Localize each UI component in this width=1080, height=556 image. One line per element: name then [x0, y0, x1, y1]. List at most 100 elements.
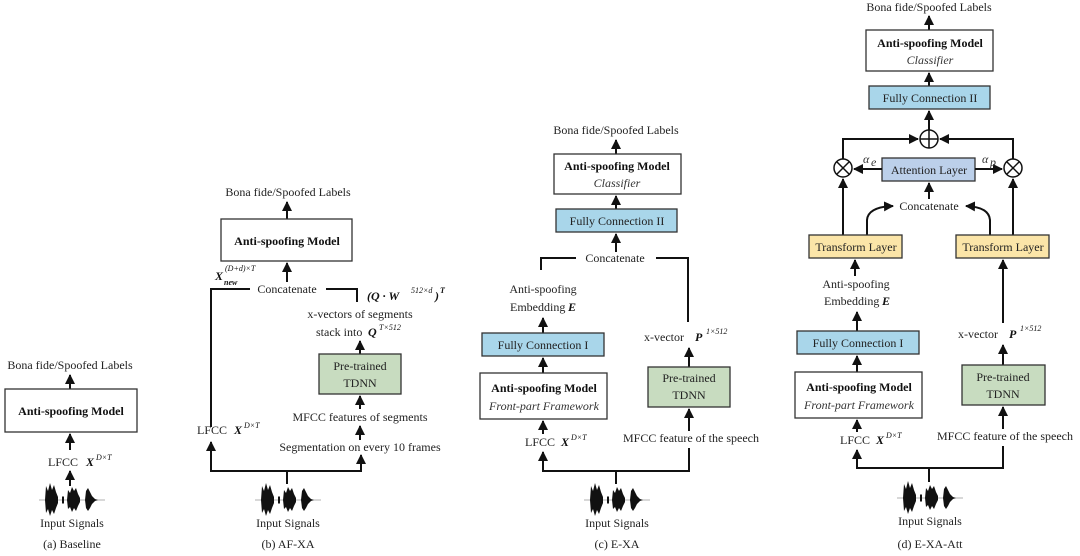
curved-connector-left	[866, 201, 894, 235]
classifier-title: Anti-spoofing Model	[564, 159, 670, 173]
panel-baseline: Bona fide/Spoofed Labels Anti-spoofing M…	[4, 358, 138, 551]
xnew-sub: new	[224, 278, 238, 287]
alpha-e: α	[863, 152, 870, 166]
caption: (d) E-XA-Att	[898, 537, 964, 551]
input-signals-label: Input Signals	[256, 516, 320, 530]
embedding-math: E	[567, 300, 576, 314]
model-label: Anti-spoofing Model	[234, 234, 340, 248]
front-title: Anti-spoofing Model	[491, 381, 597, 395]
transform-left-label: Transform Layer	[815, 240, 896, 254]
transform-right-label: Transform Layer	[962, 240, 1043, 254]
mfcc-label: MFCC feature of the speech	[623, 431, 759, 445]
fc2-label: Fully Connection II	[883, 91, 978, 105]
front-part-model-box	[479, 372, 608, 420]
xvector-math: P	[695, 330, 703, 344]
tdnn-line2: TDNN	[343, 376, 377, 390]
alpha-p: α	[982, 152, 989, 166]
pretrained-tdnn-box	[961, 364, 1046, 406]
input-signals-label: Input Signals	[898, 514, 962, 528]
segmentation-label: Segmentation on every 10 frames	[279, 440, 441, 454]
input-signals-label: Input Signals	[40, 516, 104, 530]
transform-layer-right-box	[955, 234, 1050, 259]
embedding-math: E	[881, 294, 890, 308]
embedding-line2: Embedding	[824, 294, 879, 308]
lfcc-label: LFCC	[840, 433, 870, 447]
projection-sup2: T	[440, 286, 446, 295]
fully-connection-i-box	[481, 332, 605, 357]
front-title: Anti-spoofing Model	[806, 380, 912, 394]
curved-connector-right	[965, 201, 991, 235]
front-part-model-box	[794, 371, 923, 419]
xvector-sup: 1×512	[1020, 324, 1041, 333]
panel-e-xa: Bona fide/Spoofed Labels Anti-spoofing M…	[479, 123, 759, 551]
connector-left	[210, 288, 250, 427]
multiply-glyph	[836, 161, 850, 175]
classifier-box	[865, 29, 994, 72]
panel-af-xa: Bona fide/Spoofed Labels Anti-spoofing M…	[197, 185, 446, 551]
projection-close: )	[434, 289, 439, 303]
xvectors-line2: stack into	[316, 325, 362, 339]
alpha-p-sub: p	[989, 155, 996, 169]
xvectors-sup: T×512	[379, 323, 401, 332]
xvectors-math: Q	[368, 325, 377, 339]
feature-math: X	[233, 423, 243, 437]
lfcc-label: LFCC	[48, 455, 78, 469]
split-connector	[542, 448, 690, 472]
connector-right-to-sum	[939, 134, 1014, 159]
waveform-icon	[38, 482, 106, 517]
classifier-box	[553, 153, 682, 195]
concatenate-label: Concatenate	[899, 199, 958, 213]
connector-left	[540, 257, 576, 270]
output-label: Bona fide/Spoofed Labels	[7, 358, 133, 372]
input-signals-label: Input Signals	[585, 516, 649, 530]
caption: (b) AF-XA	[262, 537, 315, 551]
feature-math: X	[560, 435, 570, 449]
fc2-label: Fully Connection II	[570, 214, 665, 228]
waveform-icon	[896, 480, 964, 515]
xvector-math: P	[1009, 327, 1017, 341]
alpha-e-sub: e	[871, 155, 877, 169]
caption: (a) Baseline	[43, 537, 101, 551]
feature-sup: D×T	[95, 453, 112, 462]
fc1-label: Fully Connection I	[813, 336, 904, 350]
lfcc-label: LFCC	[525, 435, 555, 449]
fully-connection-i-box	[796, 330, 920, 355]
tdnn-line1: Pre-trained	[976, 370, 1029, 384]
output-label: Bona fide/Spoofed Labels	[866, 0, 992, 14]
connector-right	[656, 257, 689, 322]
front-sub: Front-part Framework	[803, 398, 915, 412]
xvectors-line1: x-vectors of segments	[307, 307, 413, 321]
fully-connection-ii-box	[868, 85, 991, 110]
connector-left-to-sum	[842, 134, 919, 159]
feature-sup: D×T	[243, 421, 260, 430]
concatenate-label: Concatenate	[585, 251, 644, 265]
fully-connection-ii-box	[555, 208, 678, 233]
anti-spoofing-model-box	[4, 388, 138, 433]
embedding-line1: Anti-spoofing	[822, 277, 889, 291]
model-label: Anti-spoofing Model	[18, 404, 124, 418]
waveform-icon	[254, 482, 322, 517]
pretrained-tdnn-box	[647, 366, 731, 408]
embedding-line2: Embedding	[510, 300, 565, 314]
panel-e-xa-att: Bona fide/Spoofed Labels Anti-spoofing M…	[794, 0, 1073, 551]
tdnn-line1: Pre-trained	[333, 359, 386, 373]
classifier-sub: Classifier	[594, 176, 641, 190]
pretrained-tdnn-box	[318, 353, 402, 395]
feature-math: X	[85, 455, 95, 469]
feature-sup: D×T	[570, 433, 587, 442]
feature-math: X	[875, 433, 885, 447]
multiply-glyph	[1006, 161, 1020, 175]
output-label: Bona fide/Spoofed Labels	[553, 123, 679, 137]
concatenate-label: Concatenate	[257, 282, 316, 296]
classifier-title: Anti-spoofing Model	[877, 36, 983, 50]
lfcc-label: LFCC	[197, 423, 227, 437]
waveform-icon	[583, 482, 651, 517]
split-connector	[856, 446, 1004, 469]
xnew-sup: (D+d)×T	[225, 264, 256, 273]
anti-spoofing-model-box	[220, 218, 353, 262]
mfcc-label: MFCC features of segments	[293, 410, 428, 424]
output-label: Bona fide/Spoofed Labels	[225, 185, 351, 199]
transform-layer-left-box	[808, 234, 903, 259]
mfcc-label: MFCC feature of the speech	[937, 429, 1073, 443]
